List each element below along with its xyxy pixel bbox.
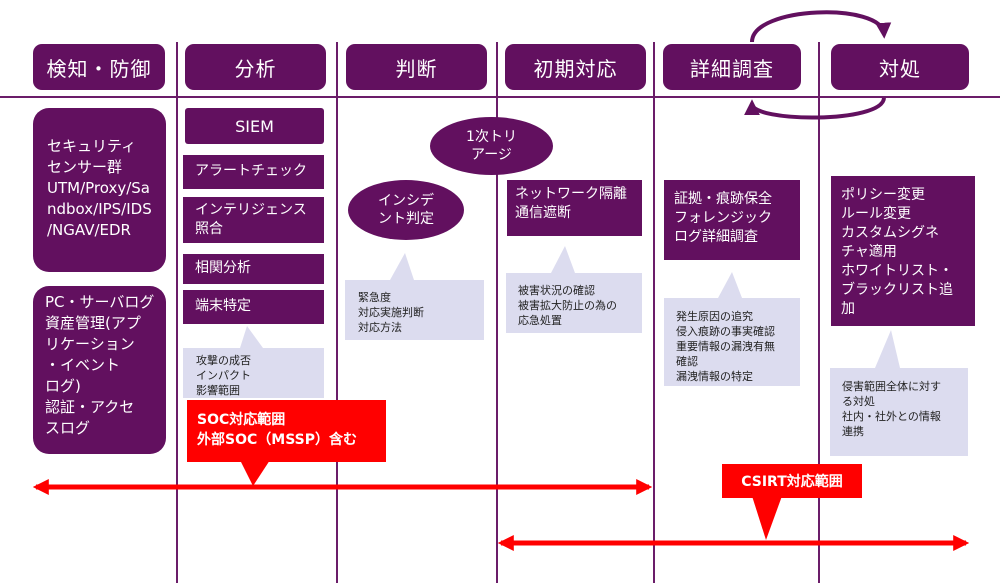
judgment-callout-text: 緊急度 対応実施判断 対応方法 <box>358 291 424 334</box>
column-divider-5 <box>818 42 820 583</box>
callout-analysis-shape <box>183 326 324 398</box>
phase-detailed-investigation: 詳細調査 <box>663 44 801 90</box>
response-callout-text: 侵害範囲全体に対す る対処 社内・社外との情報 連携 <box>842 380 941 438</box>
column-divider-1 <box>176 42 178 583</box>
phase-detection: 検知・防御 <box>33 44 165 90</box>
phase-analysis: 分析 <box>185 44 326 90</box>
forensics-box: 証拠・痕跡保全 フォレンジック ログ詳細調査 <box>664 180 800 260</box>
column-divider-2 <box>336 42 338 583</box>
endpoint-identification-box: 端末特定 <box>183 290 324 324</box>
initial-callout-text: 被害状況の確認 被害拡大防止の為の 応急処置 <box>518 284 617 327</box>
sensor-group-box: セキュリティ センサー群 UTM/Proxy/Sa ndbox/IPS/IDS … <box>33 108 166 272</box>
network-isolation-box: ネットワーク隔離 通信遮断 <box>507 180 642 236</box>
phase-judgment: 判断 <box>346 44 487 90</box>
phase-divider-horizontal <box>0 96 1000 98</box>
cycle-loop-bottom-arrow <box>744 97 886 120</box>
soc-scope-label: SOC対応範囲 外部SOC（MSSP）含む <box>187 400 386 462</box>
alert-check-box: アラートチェック <box>183 155 324 189</box>
siem-box: SIEM <box>185 108 324 144</box>
first-triage-ellipse: 1次トリ アージ <box>430 117 553 175</box>
countermeasure-box: ポリシー変更 ルール変更 カスタムシグネ チャ適用 ホワイトリスト・ ブラックリ… <box>831 176 975 326</box>
soc-label-pointer <box>240 460 270 486</box>
phase-response: 対処 <box>831 44 969 90</box>
csirt-scope-label: CSIRT対応範囲 <box>722 464 862 498</box>
investigation-callout-text: 発生原因の追究 侵入痕跡の事実確認 重要情報の漏洩有無 確認 漏洩情報の特定 <box>676 310 775 383</box>
callout-response-shape <box>830 330 968 456</box>
incident-decision-ellipse: インシデ ント判定 <box>348 180 464 240</box>
phase-initial-response: 初期対応 <box>505 44 646 90</box>
csirt-label-pointer <box>752 496 782 540</box>
column-divider-4 <box>653 42 655 583</box>
callout-investigation-shape <box>664 272 800 386</box>
log-sources-box: PC・サーバログ 資産管理(アプ リケーション ・イベント ログ) 認証・アクセ… <box>33 286 166 454</box>
callout-judgment-shape <box>345 253 484 340</box>
cycle-loop-top-arrow <box>750 10 892 43</box>
callout-initial-shape <box>506 246 642 333</box>
column-divider-3 <box>496 42 498 583</box>
intelligence-match-box: インテリジェンス 照合 <box>183 197 324 243</box>
analysis-callout-text: 攻撃の成否 インパクト 影響範囲 <box>196 354 251 397</box>
correlation-analysis-box: 相関分析 <box>183 254 324 284</box>
